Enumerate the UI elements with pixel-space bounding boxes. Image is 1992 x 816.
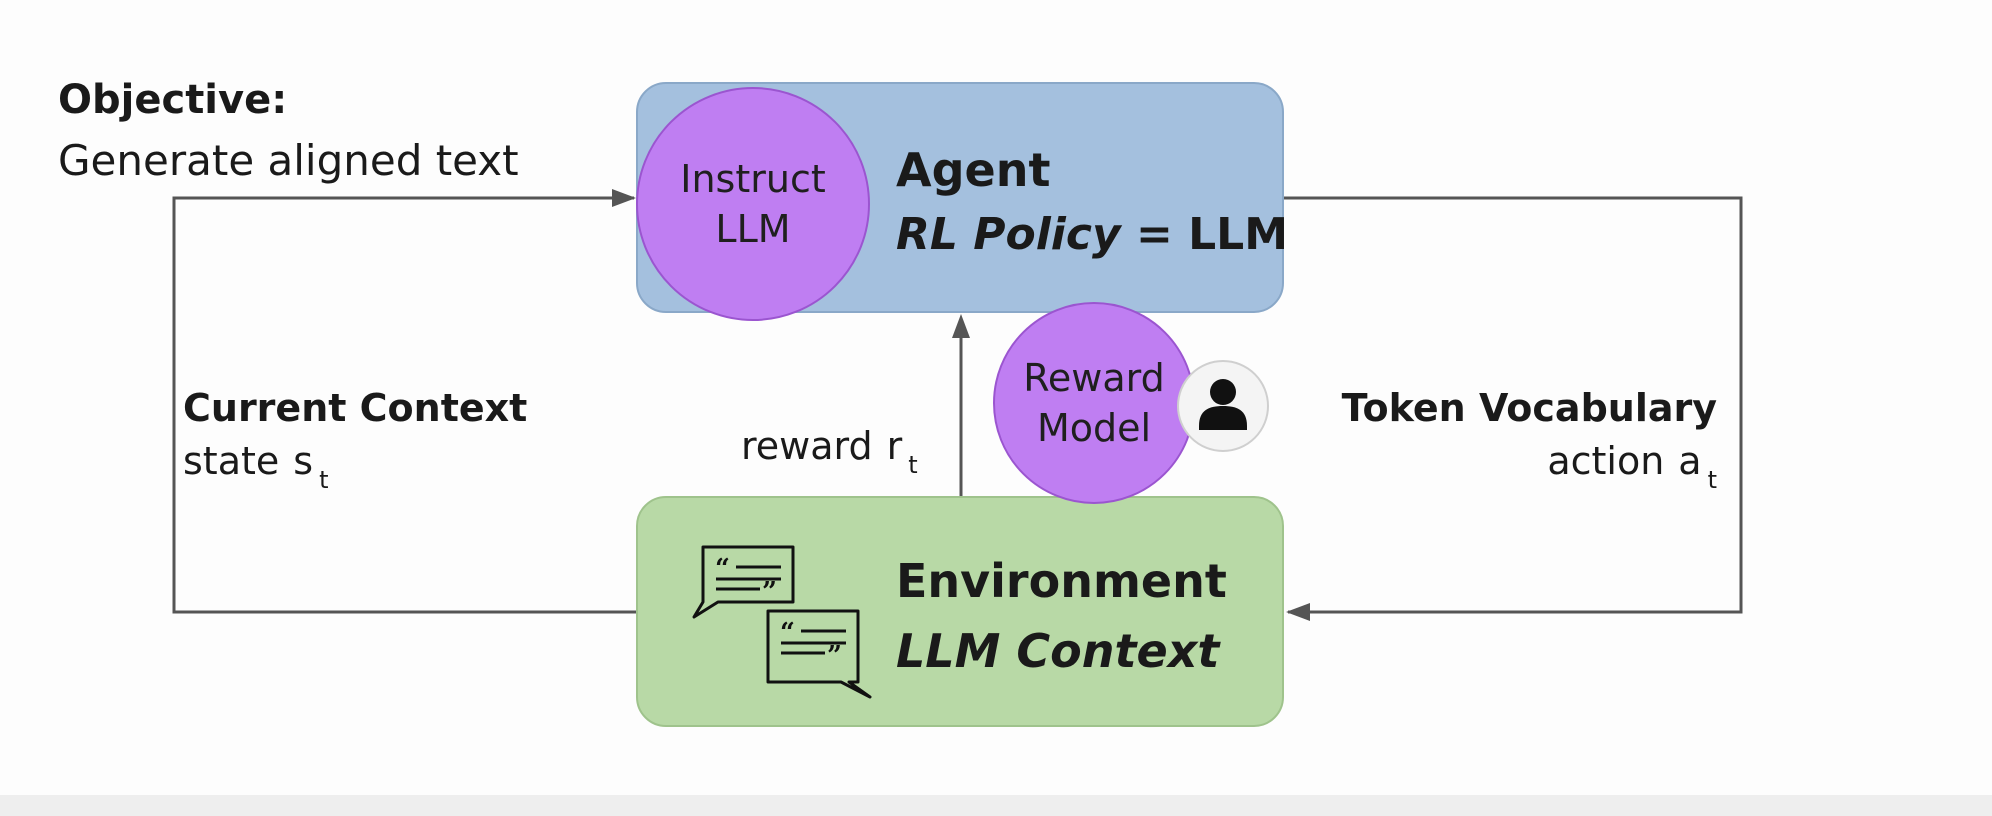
- svg-text:“: “: [780, 618, 795, 648]
- state-symbol: s: [293, 439, 314, 483]
- objective-text: Generate aligned text: [58, 136, 519, 185]
- reward-subscript: t: [908, 451, 918, 479]
- bottom-band: [0, 795, 1992, 816]
- reward-text: reward: [741, 424, 873, 468]
- instruct-llm-line2: LLM: [715, 207, 791, 251]
- action-arrow: [1284, 196, 1743, 614]
- action-arrowhead: [1286, 603, 1310, 621]
- svg-text:”: ”: [762, 577, 777, 607]
- instruct-llm-line1: Instruct: [680, 157, 826, 201]
- person-icon: [1199, 379, 1247, 430]
- svg-text:”: ”: [827, 641, 842, 671]
- state-arrowhead: [612, 189, 636, 207]
- environment-title: Environment: [896, 554, 1227, 608]
- agent-policy-italic: RL Policy: [896, 209, 1121, 260]
- agent-policy: RL Policy = LLM: [896, 208, 1288, 262]
- environment-box: [636, 496, 1284, 727]
- action-text: action: [1547, 439, 1665, 483]
- reward-symbol: r: [886, 424, 903, 468]
- state-text: state: [183, 439, 280, 483]
- action-subscript: t: [1707, 466, 1717, 494]
- state-subscript: t: [319, 466, 329, 494]
- environment-subtitle: LLM Context: [896, 624, 1220, 678]
- instruct-llm-circle: Instruct LLM: [636, 87, 870, 321]
- reward-model-line1: Reward: [1023, 356, 1165, 400]
- reward-model-line2: Model: [1036, 406, 1152, 450]
- reward-model-circle: Reward Model: [993, 302, 1195, 504]
- agent-policy-rest: = LLM: [1120, 209, 1289, 260]
- agent-title: Agent: [896, 143, 1051, 197]
- chat-bubble-icon: “ ”: [692, 545, 795, 619]
- chat-bubble-icon: “ ”: [766, 609, 872, 699]
- reward-arrowhead: [952, 314, 970, 338]
- current-context-title: Current Context: [183, 386, 528, 430]
- token-vocabulary-title: Token Vocabulary: [1341, 386, 1717, 430]
- action-symbol: a: [1678, 439, 1702, 483]
- person-badge: [1177, 360, 1269, 452]
- state-arrow: [172, 196, 636, 614]
- objective-title: Objective:: [58, 77, 288, 123]
- svg-text:“: “: [715, 554, 730, 584]
